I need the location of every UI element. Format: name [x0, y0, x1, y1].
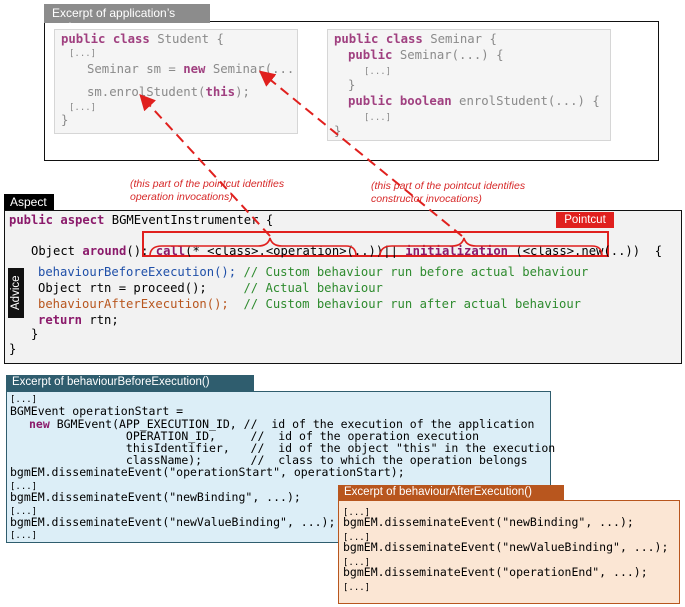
proceed-line: Object rtn = proceed(); // Actual behavi… [38, 280, 383, 297]
seminar-line-5: public boolean enrolStudent(...) { [348, 94, 600, 108]
student-line-1: public class Student { [61, 32, 224, 46]
before-line-9: bgmEM.disseminateEvent("newBinding", ...… [10, 490, 301, 504]
after-line-1: [...] [343, 508, 371, 518]
constructor-invocation-arrow [258, 70, 463, 237]
around-return-type: Object [31, 244, 76, 258]
around-advice-line: Object around(): call(* <class>.<operati… [31, 243, 662, 260]
after-excerpt-panel: [...] bgmEM.disseminateEvent("newBinding… [338, 500, 680, 604]
seminar-line-6: [...] [364, 113, 392, 123]
before-line-10: [...] [10, 507, 38, 517]
note-operation-invocations: (this part of the pointcut identifies op… [130, 178, 284, 204]
after-line-7: [...] [343, 583, 371, 593]
return-keyword: return [38, 313, 83, 327]
note-left-line-2: operation invocations) [130, 191, 233, 203]
student-line-2: [...] [69, 49, 97, 59]
around-keyword: around [82, 244, 127, 258]
seminar-line-7: } [334, 124, 342, 138]
note-constructor-invocations: (this part of the pointcut identifies co… [371, 180, 525, 206]
or-operator: || [383, 244, 398, 258]
before-call-line: behaviourBeforeExecution(); // Custom be… [38, 264, 588, 281]
student-line-4: sm.enrolStudent(this); [87, 85, 250, 99]
before-excerpt-tab: Excerpt of behaviourBeforeExecution() [6, 375, 254, 391]
aspect-panel [4, 210, 682, 364]
after-line-2: bgmEM.disseminateEvent("newBinding", ...… [343, 515, 634, 529]
aspect-tab: Aspect [4, 194, 54, 210]
operation-invocation-arrow [139, 94, 271, 237]
before-line-1: [...] [10, 395, 38, 405]
return-line: return rtn; [38, 312, 119, 329]
student-line-6: } [61, 113, 69, 127]
new-keyword: new [29, 417, 50, 431]
before-line-5: thisIdentifier, // id of the object "thi… [29, 441, 556, 455]
note-right-line-1: (this part of the pointcut identifies [371, 180, 526, 192]
before-comment: // Custom behaviour run before actual be… [243, 265, 589, 279]
around-open-brace: { [654, 244, 663, 258]
pointcut-highlight-box [142, 231, 609, 257]
before-line-3: new BGMEvent(APP_EXECUTION_ID, // id of … [29, 418, 534, 431]
after-call-line: behaviourAfterExecution(); // Custom beh… [38, 296, 581, 313]
before-line-6: className); // class to which the operat… [29, 453, 528, 467]
initialization-curly-brace [379, 237, 603, 257]
seminar-line-4: } [348, 78, 356, 92]
call-pattern: (* <class>.<operation>(..)) [185, 244, 384, 258]
proceed-call: Object rtn = proceed(); [38, 281, 207, 295]
before-line-8: [...] [10, 482, 38, 492]
call-keyword: call [155, 244, 186, 258]
call-curly-brace [149, 237, 357, 257]
before-line-2: BGMEvent operationStart = [10, 404, 184, 418]
before-line-11: bgmEM.disseminateEvent("newValueBinding"… [10, 515, 336, 529]
after-line-5: [...] [343, 558, 371, 568]
app-code-tab: Excerpt of application’s code [44, 4, 210, 34]
before-line-7: bgmEM.disseminateEvent("operationStart",… [10, 465, 405, 479]
after-call: behaviourAfterExecution(); [38, 297, 229, 311]
student-line-5: [...] [69, 103, 97, 113]
after-excerpt-tab: Excerpt of behaviourAfterExecution() [338, 485, 564, 501]
aspect-code: public aspect BGMEventInstrumenter { Obj… [9, 212, 669, 358]
after-comment: // Custom behaviour run after actual beh… [243, 297, 581, 311]
seminar-line-1: public class Seminar { [334, 32, 497, 46]
initialization-keyword: initialization [405, 244, 509, 258]
seminar-line-2: public Seminar(...) { [348, 48, 504, 62]
after-line-3: [...] [343, 533, 371, 543]
proceed-comment: // Actual behaviour [243, 281, 383, 295]
return-value: rtn; [89, 313, 119, 327]
before-line-4: OPERATION_ID, // id of the operation exe… [29, 429, 480, 443]
aspect-decl-line: public aspect BGMEventInstrumenter { [9, 212, 273, 229]
seminar-line-3: [...] [364, 67, 392, 77]
note-right-line-2: constructor invocations) [371, 193, 482, 205]
initialization-pattern: (<class>.new(..)) [515, 244, 641, 258]
aspect-keyword: public aspect [9, 213, 105, 227]
aspect-close-brace: } [9, 342, 17, 356]
seminar-class-box: public class Seminar { public Seminar(..… [327, 29, 611, 141]
student-class-box: public class Student { [...] Seminar sm … [54, 29, 298, 134]
aspect-name: BGMEventInstrumenter { [111, 213, 274, 227]
before-call: behaviourBeforeExecution(); [38, 265, 237, 279]
note-left-line-1: (this part of the pointcut identifies [130, 178, 285, 190]
pointcut-label: Pointcut [556, 212, 614, 228]
before-line-12: [...] [10, 531, 38, 541]
after-line-4: bgmEM.disseminateEvent("newValueBinding"… [343, 540, 669, 554]
around-close-brace: } [31, 327, 39, 341]
around-params: (): [126, 244, 149, 258]
before-excerpt-panel: [...] BGMEvent operationStart = new BGME… [6, 391, 555, 543]
before-line-3-text: BGMEvent(APP_EXECUTION_ID, // id of the … [49, 417, 535, 431]
after-line-6: bgmEM.disseminateEvent("operationEnd", .… [343, 565, 648, 579]
